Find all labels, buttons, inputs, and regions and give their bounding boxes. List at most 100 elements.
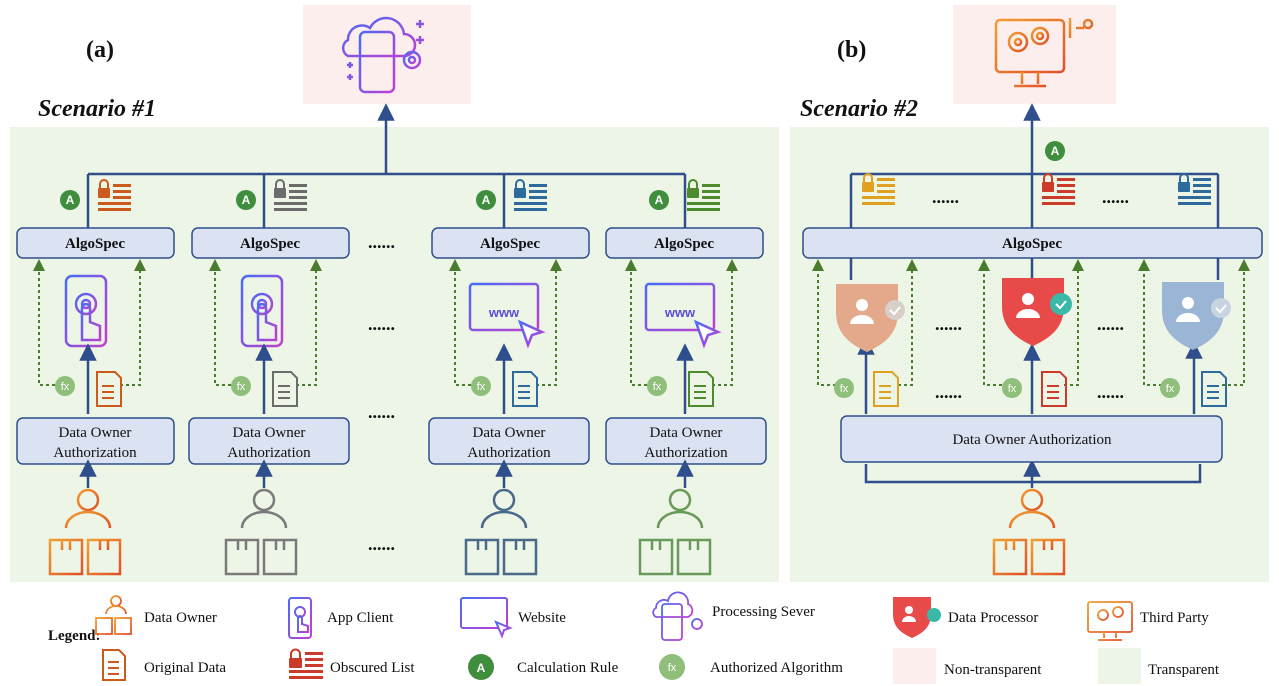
calc-rule-letter: A [242,193,251,207]
legend-label: Non-transparent [944,662,1042,678]
legend-third-party-icon [1087,601,1133,641]
column-website-1: A AlgoSpec www fx Data Owner Authorizati… [428,179,590,576]
www-label: www [664,305,696,320]
obscured-list-icon [98,179,131,211]
fx-label: fx [653,381,662,393]
data-owner-icon [992,488,1066,576]
fx-label: fx [477,381,486,393]
authorized-algorithm-icon [231,376,251,396]
original-data-icon [873,371,899,407]
algospec-box [191,227,350,259]
data-owner-line2: Authorization [53,445,137,461]
legend-label: Obscured List [330,660,415,676]
authorized-algorithm-icon [647,376,667,396]
column-app-client-2: A AlgoSpec fx Data Owner Authorization [188,179,350,576]
ellipsis: ...... [935,382,962,402]
calc-rule-letter: A [66,193,75,207]
authorized-algorithm-icon [1160,378,1180,398]
fx-label: fx [840,383,849,395]
obscured-list-icon [862,173,895,205]
calc-rule-icon [649,190,669,210]
fx-label: fx [61,381,70,393]
authorized-algorithm-icon [55,376,75,396]
original-data-icon [1041,371,1067,407]
legend-non-transparent-swatch [893,648,936,684]
obscured-list-icon [514,179,547,211]
ellipsis: ...... [1102,187,1129,207]
legend: Legend: Data Owner App Client Website Pr… [48,591,1220,684]
website-icon [468,282,546,349]
legend-label: Calculation Rule [517,660,619,676]
obscured-list-icon [274,179,307,211]
original-data-icon [272,371,298,407]
legend-processing-server-icon [652,591,703,641]
legend-title: Legend: [48,628,101,644]
algospec-label: AlgoSpec [480,236,540,252]
legend-calc-rule-icon [468,654,494,680]
www-label: www [488,305,520,320]
algospec-label: AlgoSpec [654,236,714,252]
ellipsis: ...... [935,314,962,334]
obscured-list-icon [687,179,720,211]
data-owner-icon [224,488,298,576]
ellipsis: ...... [368,232,395,252]
data-owner-line2: Authorization [644,445,728,461]
calc-rule-icon [60,190,80,210]
processing-server-box [303,5,471,104]
legend-label: Processing Sever [712,604,815,620]
data-owner-icon [638,488,712,576]
legend-app-client-icon [288,597,312,639]
legend-label: App Client [327,610,394,626]
algospec-box [16,227,175,259]
legend-label: Data Owner [144,610,217,626]
panel-a-connectors [86,103,687,228]
data-owner-icon [48,488,122,576]
calc-rule-letter: A [655,193,664,207]
panel-b-green-arrows [812,259,1250,386]
data-owner-line1: Data Owner [473,425,546,441]
third-party-box [953,5,1116,104]
column-app-client-1: A AlgoSpec fx Data Owner Authorization [16,179,175,576]
ellipsis: ...... [1097,314,1124,334]
data-processor-icon [1162,282,1231,350]
ellipsis: ...... [368,314,395,334]
algospec-box [802,227,1263,259]
legend-label: Website [518,610,566,626]
fx-label: fx [1008,383,1017,395]
data-owner-label: Data Owner Authorization [952,432,1112,448]
legend-original-data-icon [102,649,126,681]
data-owner-line2: Authorization [467,445,551,461]
processing-server-icon [341,16,424,94]
original-data-icon [1201,371,1227,407]
fx-label: fx [237,381,246,393]
calc-rule-icon [1045,141,1065,161]
column-website-2: A AlgoSpec www fx Data Owner Authorizati… [605,179,767,576]
calc-rule-icon [476,190,496,210]
ellipsis: ...... [368,534,395,554]
legend-authorized-algorithm-icon [659,654,685,680]
legend-obscured-list-icon [289,648,323,679]
legend-label: Authorized Algorithm [710,660,843,676]
calc-rule-letter: A [1051,144,1060,158]
obscured-list-icon [1042,173,1075,205]
authorized-algorithm-icon [471,376,491,396]
legend-label: Third Party [1140,610,1209,626]
calc-rule-icon [236,190,256,210]
authorized-algorithm-icon [1002,378,1022,398]
ellipsis: ...... [368,402,395,422]
panel-b-label: (b) [837,37,866,63]
data-processor-icon [1002,278,1072,346]
website-icon [644,282,722,349]
legend-calc-rule-letter: A [477,661,486,675]
algospec-box [605,227,764,259]
legend-data-owner-icon [95,595,132,635]
original-data-icon [512,371,538,407]
algospec-label: AlgoSpec [240,236,300,252]
legend-transparent-swatch [1098,648,1141,684]
original-data-icon [688,371,714,407]
data-processor-icon [836,284,905,352]
ellipsis: ...... [932,187,959,207]
data-owner-line2: Authorization [227,445,311,461]
ellipsis: ...... [1097,382,1124,402]
